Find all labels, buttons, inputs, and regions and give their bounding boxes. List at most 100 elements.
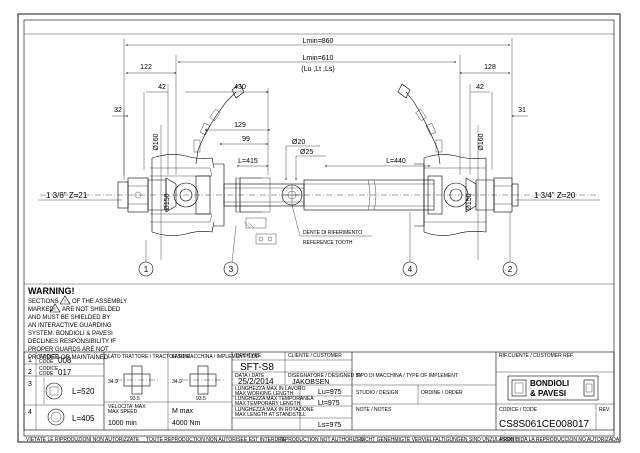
- right-end-dim: 128: [484, 64, 496, 71]
- right-phi160-label: Ø160: [478, 133, 485, 150]
- warning-triangle-icon: !: [59, 295, 71, 305]
- notes-label: NOTE / NOTES: [356, 407, 392, 413]
- warning-title: WARNING!: [28, 286, 75, 296]
- part-2-code-label-en: CODE: [39, 371, 54, 377]
- footer-fr: TOUTE REPRODUCTION NON AUTORISEE EST INT…: [146, 437, 287, 443]
- max-speed-value: 1000 min: [108, 420, 137, 427]
- dim-129-label: 129: [234, 122, 246, 129]
- lmin-sub-label: (Lu ,Lt ,Ls): [301, 66, 334, 73]
- warning-line-1: SECTIONS: [28, 299, 59, 305]
- spline-right-label: 1 3/4" Z=20: [534, 191, 576, 200]
- part-1-num: 1: [28, 357, 32, 364]
- left-end-dim: 122: [140, 64, 152, 71]
- dimension-right-42: 42: [469, 84, 493, 175]
- warning-triangle-icon-2: !: [49, 303, 61, 313]
- joint-implement-side-label: LATO MACCHINA / IMPLEMENT SIDE: [172, 354, 259, 360]
- ref-tooth-it-label: DENTE DI RIFERIMENTO: [303, 230, 362, 236]
- part-2-num: 2: [28, 369, 32, 376]
- dimension-l440: L=440: [324, 158, 431, 167]
- max-standstill-length-label: LUNGHEZZA MAX IN ROTAZIONE: [235, 407, 314, 413]
- designer-value: JAKOBSEN: [292, 379, 329, 386]
- lmin-label: Lmin=610: [303, 55, 334, 62]
- customer-label: CLIENTE / CUSTOMER: [288, 353, 342, 359]
- warning-line-7: SYSTEM. BONDIOLI & PAVESI: [28, 331, 113, 337]
- callout-4: [402, 261, 418, 277]
- implement-type-label: TIPO DI MACCHINA / TYPE OF IMPLEMENT: [356, 373, 458, 379]
- joint-1-dim-b: 93.5: [130, 396, 140, 402]
- ref-tooth-en-label: REFERENCE TOOTH: [303, 240, 353, 246]
- lmin-total-label: Lmin=860: [303, 38, 334, 45]
- designer-label: DISEGNATORE / DESIGNED BY: [288, 373, 363, 379]
- right-31-label: 31: [518, 107, 526, 114]
- warning-line-3: MARKED: [28, 307, 54, 313]
- guard-warning-marker-icon: [255, 233, 277, 245]
- ls-value: Ls=975: [318, 422, 341, 429]
- warning-line-8: DECLINES RESPONSIBILITY IF: [28, 339, 116, 345]
- max-standstill-length-label-en: MAX LENGTH AT STANDSTILL: [235, 412, 306, 418]
- joint-2-dim-a: 34.9: [172, 379, 182, 385]
- callout-2-label: 2: [508, 265, 513, 274]
- right-safety-chain: [397, 83, 443, 165]
- date-value: 25/2/2014: [238, 377, 274, 386]
- joint-1-dim-a: 34.9: [108, 379, 118, 385]
- footer-de: NICHT GENEHMIGTE VERVIELFALTIGUNGEN SIND…: [360, 437, 514, 443]
- speed-label-en: MAX SPEED: [108, 409, 138, 415]
- callout-3-label: 3: [229, 265, 234, 274]
- type-value: SFT-S8: [240, 362, 274, 373]
- warning-note: WARNING! SECTIONS ! OF THE ASSEMBLY MARK…: [28, 286, 127, 361]
- phi20-label: Ø20: [292, 139, 305, 146]
- left-42-label: 42: [158, 84, 166, 91]
- max-temporary-length-label-en: MAX TEMPORARY LENGTH: [235, 401, 301, 407]
- spline-left-label: 1 3/8" Z=21: [46, 191, 88, 200]
- drawing-border: [17, 13, 621, 443]
- bondioli-pavesi-logo: BONDIOLI & PAVESI: [507, 375, 599, 401]
- spline-right: 1 3/4" Z=20: [515, 191, 600, 201]
- svg-text:!: !: [54, 307, 55, 313]
- max-working-length-label-en: MAX WORKING LENGTH: [235, 391, 294, 397]
- warning-line-10: PROVIDED OR MAINTAINED.: [28, 355, 110, 361]
- torque-label: M max: [172, 408, 194, 415]
- outer-tube: [303, 179, 435, 211]
- left-32-label: 32: [114, 107, 122, 114]
- part-3-length: L=520: [72, 387, 95, 396]
- title-block: 1 CODICE CODE 008 2 CODICE CODE 017 3 L=…: [23, 351, 615, 431]
- callout-3: [223, 261, 239, 277]
- right-42-label: 42: [476, 84, 484, 91]
- left-phi160-label: Ø160: [153, 133, 160, 150]
- dimension-99: 99: [219, 136, 269, 145]
- lt-value: Lt=975: [318, 400, 340, 407]
- footer-en: REPRODUCTION NOT AUTHORIZED: [278, 437, 364, 443]
- warning-line-5: AND MUST BE SHIELDED BY: [28, 315, 110, 321]
- dimension-right-end: 128: [459, 55, 511, 175]
- warning-line-4: ARE NOT SHIELDED: [62, 307, 121, 313]
- lu-value: Lu=975: [318, 389, 342, 396]
- warning-line-2: OF THE ASSEMBLY: [72, 299, 127, 305]
- drawing-code: CS8S061CE008017: [499, 419, 590, 430]
- part-3-num: 3: [28, 381, 32, 388]
- joint-tractor-side-label: LATO TRATTORE / TRACTOR SIDE: [108, 354, 190, 360]
- warning-line-6: AN INTERACTIVE GUARDING: [28, 323, 112, 329]
- right-guard: [414, 154, 487, 236]
- speed-label: VELOCITA' MAX: [108, 404, 146, 410]
- spline-left: 1 3/8" Z=21: [38, 191, 122, 201]
- callout-balloons: 1 3 4 2: [138, 212, 518, 277]
- right-coupling: [427, 175, 519, 215]
- dimension-left-42: 42: [143, 84, 169, 175]
- cross-journal-implement-icon: [182, 365, 224, 395]
- rev-label: REV.: [599, 407, 610, 413]
- design-label: STUDIO / DESIGN: [356, 390, 399, 396]
- dimension-right-31: 31: [511, 107, 528, 117]
- dimension-phi25: Ø25: [295, 149, 326, 181]
- order-label: ORDINE / ORDER: [421, 390, 463, 396]
- part-2-code-label: CODICE: [39, 366, 59, 372]
- code-label: CODICE / CODE: [499, 407, 538, 413]
- dim-99-label: 99: [242, 136, 250, 143]
- dimension-left-end: 122: [125, 55, 177, 175]
- l415-label: L=415: [238, 158, 258, 165]
- svg-text:!: !: [64, 299, 65, 305]
- max-working-length-label: LUNGHEZZA MAX IN LAVORO: [235, 386, 306, 392]
- brand-line-1: BONDIOLI: [530, 379, 569, 388]
- callout-1-label: 1: [144, 265, 149, 274]
- l440-label: L=440: [386, 158, 406, 165]
- phi25-label: Ø25: [300, 149, 313, 156]
